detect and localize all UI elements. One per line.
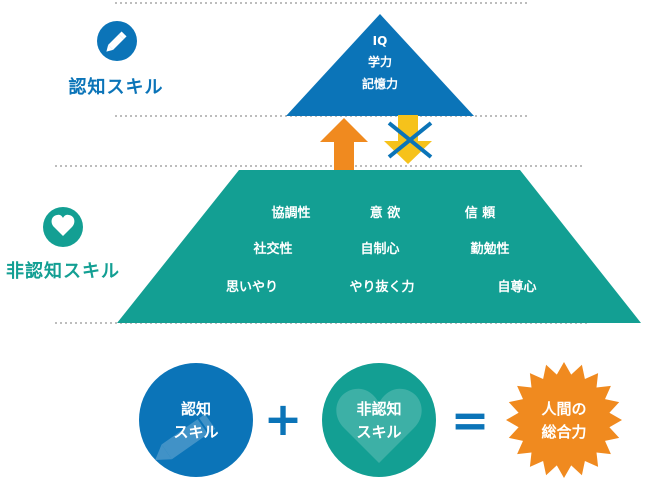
circle1-line2: スキル (173, 423, 218, 441)
item-diligence: 勤勉性 (470, 241, 509, 257)
cognitive-label: 認知スキル (69, 76, 164, 98)
item-compassion: 思いやり (226, 280, 278, 295)
plus-sign: + (264, 392, 303, 446)
item-grit: やり抜く力 (349, 279, 414, 295)
up-arrow-icon (320, 118, 368, 170)
equals-sign: = (451, 393, 490, 447)
cognitive-item-memory: 記憶力 (362, 76, 398, 91)
cognitive-triangle (286, 14, 474, 116)
item-cooperation: 協調性 (271, 205, 310, 221)
circle2-line2: スキル (356, 423, 401, 441)
circle2-line1: 非認知 (356, 400, 401, 418)
item-sociability: 社交性 (252, 241, 292, 257)
non-cognitive-circle (322, 363, 436, 477)
cognitive-item-academic: 学力 (368, 54, 392, 69)
item-motivation: 意 欲 (370, 205, 401, 221)
non-cognitive-trapezoid (117, 170, 641, 323)
burst-line1: 人間の (541, 400, 586, 418)
cognitive-circle (139, 363, 253, 477)
item-self-esteem: 自尊心 (497, 279, 536, 295)
burst-shape (506, 362, 622, 478)
cognitive-item-iq: IQ (373, 34, 388, 48)
blocked-down-arrow-icon (384, 115, 433, 164)
non-cognitive-label: 非認知スキル (6, 260, 120, 282)
circle1-line1: 認知 (181, 400, 211, 418)
item-self-control: 自制心 (360, 241, 399, 257)
heart-icon (43, 207, 83, 247)
pencil-icon (97, 21, 137, 61)
item-trust: 信 頼 (465, 205, 497, 221)
burst-line2: 総合力 (541, 423, 586, 441)
